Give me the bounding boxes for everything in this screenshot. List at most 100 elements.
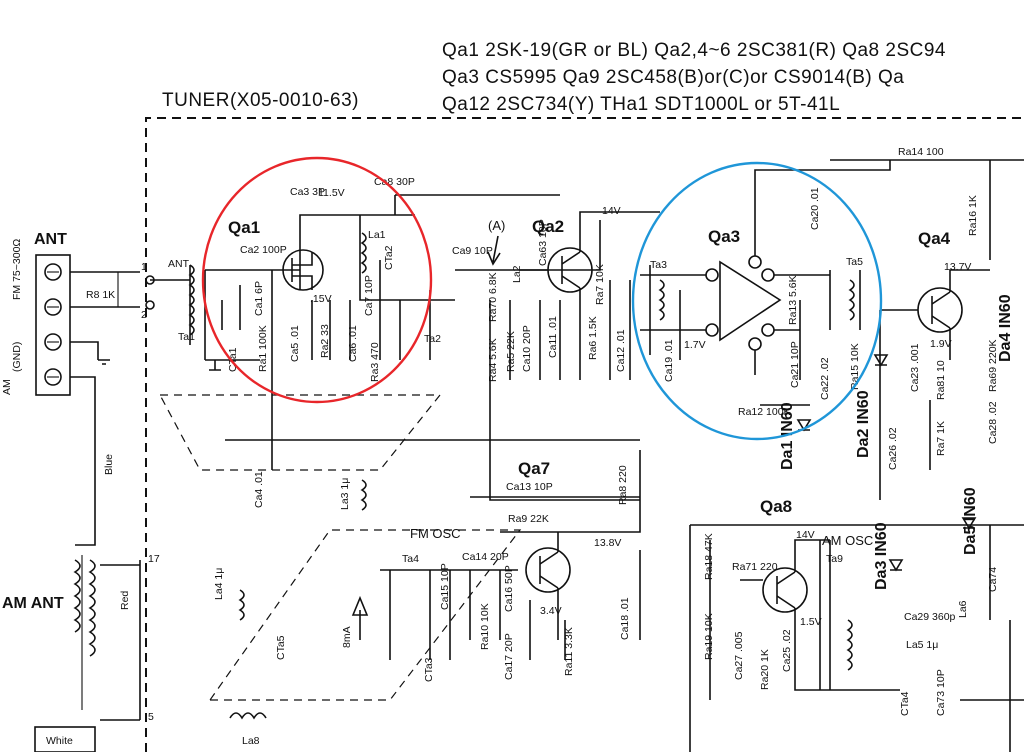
lbl-ca28: Ca28 .02 [987,401,999,444]
lbl-ca27: Ca27 .005 [733,631,745,680]
blue-wire-label: Blue [103,454,115,475]
lbl-la1: La1 [368,229,386,241]
v-15: .15V [310,293,332,305]
marker-a: (A) [488,218,505,233]
lbl-ca11: Ca11 .01 [547,316,559,358]
lbl-cta3: CTa3 [423,657,435,682]
lbl-ta5: Ta5 [846,256,863,268]
term1: 1 [141,261,147,273]
v-1-9: 1.9V [930,338,952,350]
lbl-ra1: Ra1 100K [257,325,269,372]
da4-label: Da4 IN60 [997,294,1014,362]
lbl-ca10: Ca10 20P [521,325,533,372]
lbl-ca26: Ca26 .02 [887,427,899,470]
blue-highlight-circle [631,161,883,441]
lbl-cta2: CTa2 [383,245,395,270]
lbl-ra9: Ra9 22K [508,513,549,525]
part-list-line3: Qa12 2SC734(Y) THa1 SDT1000L or 5T-41L [442,94,840,115]
current-arrow [351,595,369,640]
lbl-ra71: Ra71 220 [732,561,778,573]
lbl-ra6: Ra6 1.5K [587,316,599,360]
red-wire-label: Red [119,591,131,610]
fm-osc-label: FM OSC [410,526,461,541]
lbl-ra13: Ra13 5.6K [787,275,799,325]
qa2-ref: Qa2 [532,217,564,236]
da1-label: Da1 IN60 [779,402,796,470]
lbl-ca6: Ca6 .01 [347,325,359,362]
qa1-ref: Qa1 [228,218,260,237]
am-label: AM [1,379,13,395]
lbl-la2: La2 [511,265,523,283]
am-antenna-coil [73,555,96,710]
lbl-cta4: CTa4 [899,691,911,716]
tuner-title: TUNER(X05-0010-63) [162,90,359,111]
lbl-ca12: Ca12 .01 [615,329,627,372]
lbl-ca74: Ca74 [987,567,999,592]
qa8-ref: Qa8 [760,497,792,516]
lbl-ca73: Ca73 10P [935,669,947,716]
lbl-ca18: Ca18 .01 [619,597,631,640]
lbl-ra8: Ra8 220 [617,465,629,505]
red-highlight-circle [201,156,433,404]
lbl-ca23: Ca23 .001 [909,343,921,392]
da5-label: Da5 IN60 [962,487,979,555]
qa7-ref: Qa7 [518,459,550,478]
v-14-a: 14V [602,205,621,217]
lbl-ra20: Ra20 1K [759,649,771,690]
fm-section-dashed [159,394,442,471]
lbl-ca15: Ca15 10P [439,563,451,610]
tuner-enclosure [145,117,1024,752]
v-13-7: 13.7V [944,261,971,273]
qa4-transistor-symbol [917,287,963,333]
v-1-5: 1.5V [800,616,822,628]
qa3-ref: Qa3 [708,227,740,246]
lbl-ca14: Ca14 20P [462,551,509,563]
lbl-ta2: Ta2 [424,333,441,345]
lbl-ca25: Ca25 .02 [781,629,793,672]
lbl-ca13: Ca13 10P [506,481,553,493]
am-ant-label: AM ANT [2,595,64,612]
lbl-ta9: Ta9 [826,553,843,565]
lbl-ca8: Ca8 30P [374,176,415,188]
fm-osc-dashed [208,529,522,701]
v-11-5: 11.5V [318,187,345,199]
lbl-ca21: Ca21 10P [789,341,801,388]
ant-label: ANT [34,231,67,248]
part-list-line2: Qa3 CS5995 Qa9 2SC458(B)or(C)or CS9014(B… [442,67,904,88]
lbl-ra2: Ra2 33 [319,324,331,358]
lbl-ca29: Ca29 360p [904,611,956,623]
lbl-la8: La8 [242,735,260,747]
gnd-label: (GND) [11,342,23,372]
lbl-ra16: Ra16 1K [967,195,979,236]
lbl-ca7: Ca7 10P [363,275,375,316]
lbl-ra70: Ra70 6.8K [487,272,499,322]
lbl-ra4: Ra4 5.6K [487,338,499,382]
term2: 2 [141,309,147,321]
lbl-ca4: Ca4 .01 [253,471,265,508]
lbl-la3: La3 1μ [339,478,351,510]
lbl-la4: La4 1μ [213,568,225,600]
lbl-ra7: Ra7 10K [594,264,606,305]
da2-label: Da2 IN60 [855,390,872,458]
lbl-ra69: Ra69 220K [987,339,999,392]
lbl-ca22: Ca22 .02 [819,357,831,400]
lbl-ca9: Ca9 10P [452,245,493,257]
lbl-ra11: Ra11 3.3K [563,627,575,676]
qa1-transistor-symbol [282,249,324,291]
antenna-terminal-block [35,254,71,396]
lbl-ca19: Ca19 .01 [663,339,675,382]
lbl-ca16: Ca16 50P [503,565,515,612]
da3-label: Da3 IN60 [873,522,890,590]
term5: 5 [148,711,154,723]
lbl-cta5: CTa5 [275,635,287,660]
qa4-ref: Qa4 [918,229,951,248]
lbl-la5: La5 1μ [906,639,938,651]
lbl-ra5: Ra5 22K [505,331,517,372]
lbl-ra14: Ra14 100 [898,146,944,158]
part-list-line1: Qa1 2SK-19(GR or BL) Qa2,4~6 2SC381(R) Q… [442,40,946,61]
lbl-ca1: Ca1 6P [253,281,265,316]
lbl-ra15: Ra15 10K [849,343,861,390]
lbl-ca17: Ca17 20P [503,633,515,680]
v-14-b: 14V [796,529,815,541]
lbl-ca63: Ca63 10P [537,219,549,266]
